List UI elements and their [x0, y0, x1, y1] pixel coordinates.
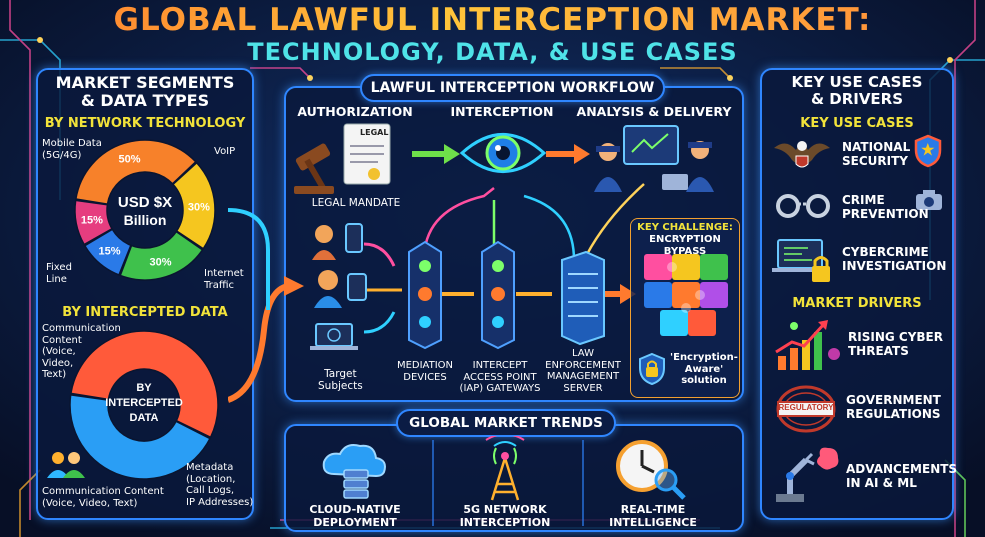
target-subjects-icon	[310, 223, 367, 350]
robot-arm-brain-icon	[776, 447, 839, 502]
label-mobile-data: Mobile Data (5G/4G)	[42, 138, 102, 161]
intercepted-data-slice-1	[69, 394, 211, 480]
puzzle-icon	[644, 254, 728, 336]
market-trends-heading: GLOBAL MARKET TRENDS	[396, 409, 616, 437]
label-internet-traffic: Internet Traffic	[204, 268, 244, 291]
network-tech-value-label-1: 30%	[188, 201, 210, 213]
eagle-shield-icon	[774, 141, 830, 168]
network-tech-slice-2	[119, 230, 204, 281]
trend-real-time: REAL-TIME INTELLIGENCE	[609, 503, 697, 529]
intercepted-data-slice-0	[70, 330, 219, 439]
interception-eye-icon	[459, 133, 547, 173]
step-interception: INTERCEPTION	[450, 104, 554, 119]
driver-rising-cyber-threats: RISING CYBER THREATS	[848, 330, 943, 358]
label-fixed-line: Fixed Line	[46, 262, 72, 285]
target-subjects-label: Target Subjects	[318, 368, 363, 393]
legal-mandate-label: LEGAL MANDATE	[311, 197, 401, 209]
network-tech-slice-4	[74, 199, 113, 246]
market-segments-heading: MARKET SEGMENTS & DATA TYPES	[55, 73, 235, 110]
legal-mandate-illustration	[294, 123, 391, 194]
trend-cloud-native: CLOUD-NATIVE DEPLOYMENT	[309, 503, 401, 529]
network-technology-donut: 50% 30% 30% 15% 15% USD $X Billion	[74, 139, 216, 281]
driver-ai-ml: ADVANCEMENTS IN AI & ML	[846, 462, 958, 490]
donut1-center-line1: USD $X	[118, 194, 172, 211]
lock-shield-icon	[639, 352, 665, 386]
antenna-tower-icon	[485, 436, 525, 501]
shield-icon	[914, 134, 942, 168]
key-use-cases-heading: KEY USE CASES	[800, 116, 914, 131]
trend-divider-2	[582, 440, 584, 526]
use-case-cybercrime-investigation: CYBERCRIME INVESTIGATION	[842, 245, 947, 273]
server-icon	[561, 250, 605, 346]
market-drivers-heading: MARKET DRIVERS	[792, 296, 922, 311]
globe-icon	[327, 328, 341, 342]
donut2-center-line2: INTERCEPTED	[105, 397, 183, 409]
intercepted-data-donut: BY INTERCEPTED DATA	[69, 330, 219, 480]
cloud-database-icon	[322, 444, 386, 499]
use-case-crime-prevention: CRIME PREVENTION	[842, 193, 929, 221]
label-metadata: Metadata (Location, Call Logs, IP Addres…	[186, 462, 254, 508]
network-tech-value-label-4: 15%	[81, 215, 103, 227]
intercepted-data-heading: BY INTERCEPTED DATA	[62, 305, 228, 320]
donut2-center-line3: DATA	[130, 412, 159, 424]
network-tech-slice-1	[171, 161, 216, 250]
network-tech-value-label-3: 15%	[98, 246, 120, 258]
lems-label: LAW ENFORCEMENT MANAGEMENT SERVER	[545, 348, 621, 394]
use-case-national-security: NATIONAL SECURITY	[842, 140, 911, 168]
network-tech-slice-0	[75, 139, 197, 205]
flow-arrow-left	[228, 208, 304, 403]
iap-gateways-label: INTERCEPT ACCESS POINT (IAP) GATEWAYS	[459, 360, 541, 394]
donut1-center-line2: Billion	[124, 212, 167, 228]
network-technology-heading: BY NETWORK TECHNOLOGY	[44, 116, 246, 131]
label-voip: VoIP	[214, 146, 236, 157]
main-subtitle: TECHNOLOGY, DATA, & USE CASES	[247, 38, 738, 66]
regulatory-stamp-text: REGULATORY	[778, 403, 834, 412]
step-authorization: AUTHORIZATION	[297, 104, 413, 119]
analysts-icon	[594, 125, 714, 192]
regulatory-stamp-icon	[776, 385, 836, 433]
trend-divider-1	[432, 440, 434, 526]
gavel-icon	[294, 143, 334, 194]
clock-magnifier-icon	[616, 440, 686, 500]
trend-5g-interception: 5G NETWORK INTERCEPTION	[459, 503, 551, 529]
main-title: GLOBAL LAWFUL INTERCEPTION MARKET:	[0, 2, 985, 38]
legal-doc-label: LEGAL	[360, 128, 389, 137]
label-communication-content: Communication Content (Voice, Video, Tex…	[42, 323, 121, 380]
laptop-lock-icon	[772, 239, 830, 282]
rising-chart-virus-icon	[775, 320, 840, 370]
driver-government-regulations: GOVERNMENT REGULATIONS	[846, 393, 941, 421]
iap-gateway-icon	[481, 240, 515, 350]
use-cases-drivers-heading: KEY USE CASES & DRIVERS	[791, 73, 923, 108]
camera-icon	[916, 190, 942, 210]
network-tech-slice-3	[83, 228, 132, 276]
network-tech-value-label-2: 30%	[150, 257, 172, 269]
network-tech-value-label-0: 50%	[118, 153, 140, 165]
handcuffs-icon	[776, 194, 830, 218]
label-communication-content-bottom: Communication Content (Voice, Video, Tex…	[42, 486, 164, 509]
donut2-center-line1: BY	[136, 382, 152, 394]
step-analysis-delivery: ANALYSIS & DELIVERY	[576, 104, 732, 119]
key-challenge-heading: KEY CHALLENGE: ENCRYPTION BYPASS	[637, 222, 733, 257]
encryption-aware-label: 'Encryption- Aware' solution	[670, 352, 738, 386]
mediation-devices-label: MEDIATION DEVICES	[396, 360, 454, 383]
people-icon	[47, 452, 85, 478]
workflow-heading: LAWFUL INTERCEPTION WORKFLOW	[360, 74, 665, 102]
mediation-device-icon	[408, 240, 442, 350]
